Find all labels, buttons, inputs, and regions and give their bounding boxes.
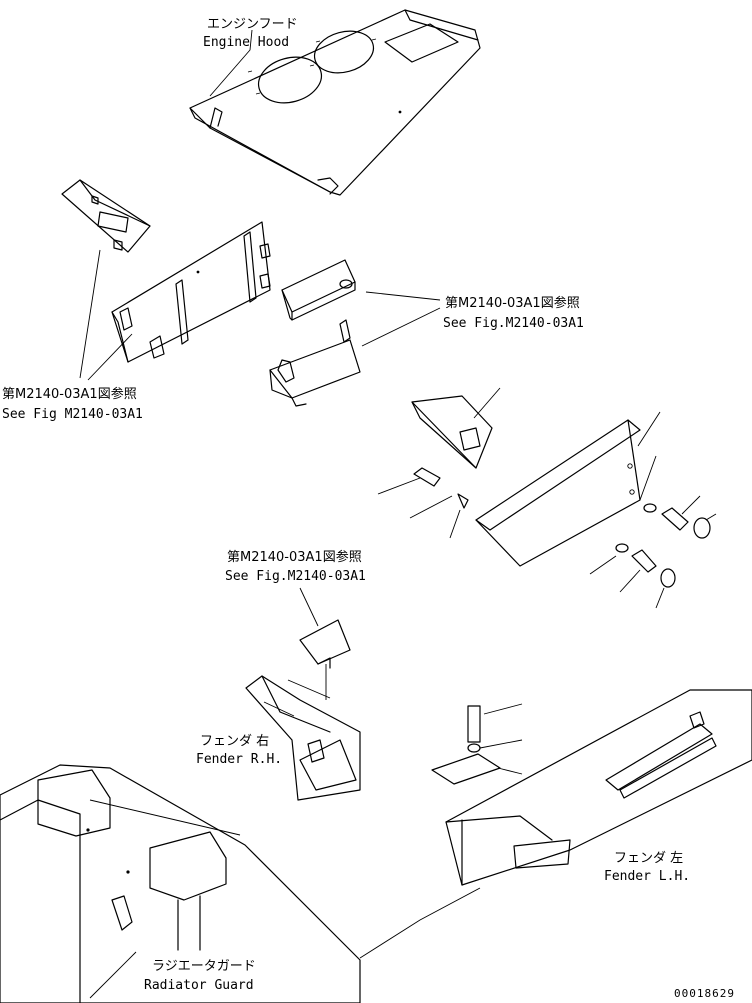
ref-label-1-en: See Fig.M2140-03A1	[443, 316, 584, 331]
upper-bracket-plate	[61, 179, 151, 253]
engine-hood-label-jp: エンジンフード	[207, 17, 298, 32]
ref-label-2-en: See Fig M2140-03A1	[2, 407, 143, 422]
rear-frame-panel	[111, 221, 271, 363]
ref-label-3-en: See Fig.M2140-03A1	[225, 569, 366, 584]
fender-lh-part	[431, 689, 752, 886]
fender-rh-label-jp: フェンダ 右	[200, 734, 269, 749]
radiator-guard-label-en: Radiator Guard	[144, 978, 254, 993]
leader-lines	[79, 29, 717, 999]
radiator-guard-part	[0, 764, 361, 1003]
fender-lh-label-en: Fender L.H.	[604, 869, 690, 884]
radiator-guard-label-jp: ラジエータガード	[152, 959, 256, 974]
battery-box-part	[269, 259, 361, 407]
engine-hood-part	[189, 9, 481, 196]
ref-label-3-jp: 第M2140-03A1図参照	[227, 549, 362, 565]
diagram-labels: エンジンフード Engine Hood 第M2140-03A1図参照 See F…	[2, 17, 735, 1000]
side-cover-assembly	[411, 395, 711, 588]
engine-hood-label-en: Engine Hood	[203, 35, 289, 50]
fender-rh-label-en: Fender R.H.	[196, 752, 282, 767]
middle-bracket	[299, 619, 351, 700]
fender-lh-label-jp: フェンダ 左	[614, 851, 683, 866]
drawing-number: 00018629	[674, 987, 735, 1000]
ref-label-1-jp: 第M2140-03A1図参照	[445, 295, 580, 311]
ref-label-2-jp: 第M2140-03A1図参照	[2, 386, 137, 402]
fender-rh-part	[245, 675, 361, 801]
